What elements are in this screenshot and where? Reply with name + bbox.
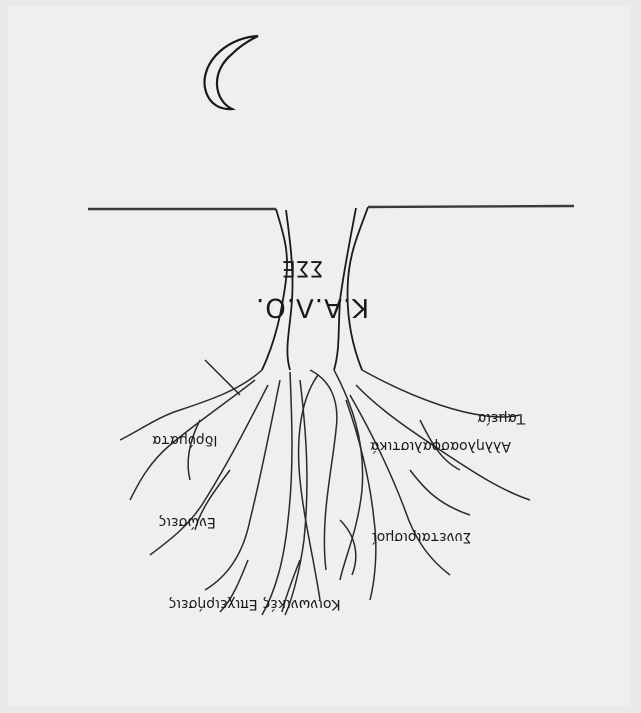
root-label-koinonikes: Κοινωνικές Επιχειρήσεις (168, 596, 341, 612)
root-label-synetairismoi: Συνεταιρισμοί (372, 529, 471, 545)
roots (120, 360, 530, 615)
root-label-enoseis: Ενώσεις (158, 514, 216, 530)
trunk (262, 207, 368, 370)
crescent-moon-icon (204, 36, 258, 109)
ground-line (88, 206, 574, 209)
root-label-tameia: Ταμεία (477, 410, 525, 426)
root-label-allilo: Αλληλοασφαλιστικά (370, 438, 511, 454)
sse-label: ΣΣΕ (282, 255, 324, 280)
acronym-label: Κ.Α.Λ.Ο. (255, 292, 369, 322)
root-label-idrymata: Ιδρύματα (152, 432, 217, 448)
